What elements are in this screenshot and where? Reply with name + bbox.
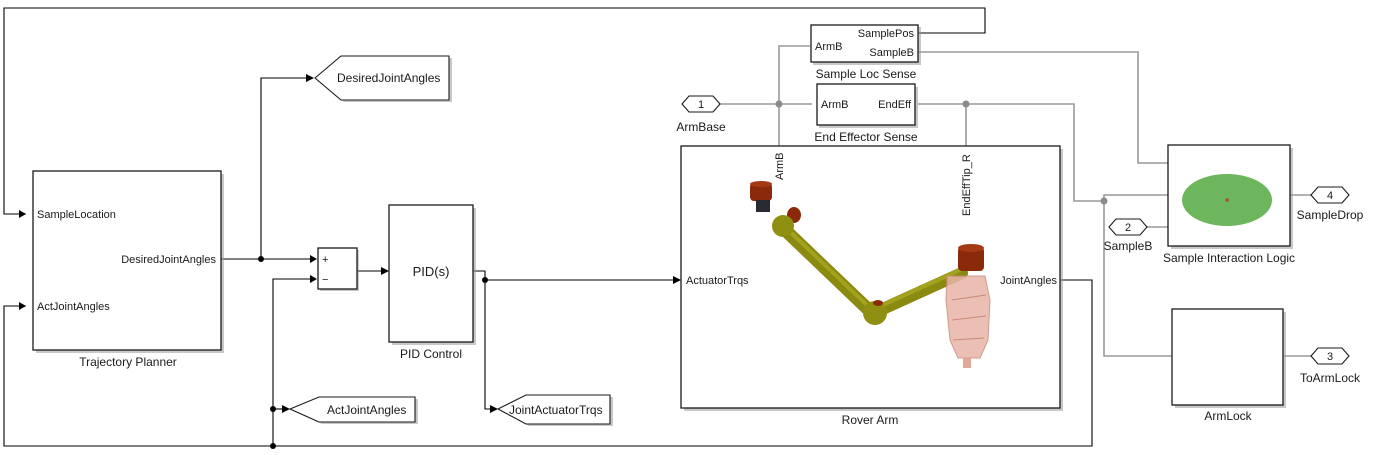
block-label: End Effector Sense: [814, 130, 918, 144]
signal-actjointangles-to-sum[interactable]: [272, 278, 310, 446]
arrow-icon: [19, 210, 26, 218]
block-sample-loc-sense[interactable]: ArmB SamplePos SampleB Sample Loc Sense: [810, 24, 921, 81]
block-label: Trajectory Planner: [79, 355, 177, 369]
arrow-icon: [282, 405, 290, 413]
port-name: ArmBase: [676, 120, 726, 134]
arrowheads: [19, 74, 681, 413]
port-name: ToArmLock: [1300, 371, 1361, 385]
block-label: Sample Interaction Logic: [1163, 251, 1295, 265]
block-pid-control[interactable]: PID(s) PID Control: [388, 204, 476, 361]
port-label-armb: ArmB: [815, 41, 843, 53]
port-label-armb: ArmB: [821, 99, 849, 111]
arrow-icon: [490, 405, 498, 413]
port-label-endefftip: EndEffTip_R: [961, 154, 973, 216]
port-number: 1: [698, 99, 704, 111]
arrow-icon: [310, 255, 317, 263]
connection-port-2[interactable]: 2 SampleB: [1104, 218, 1153, 253]
block-end-effector-sense[interactable]: ArmB EndEff End Effector Sense: [814, 83, 918, 144]
phys-to-armlock[interactable]: [1103, 201, 1172, 357]
signal-lines: [3, 7, 1093, 447]
port-label-armb-top: ArmB: [774, 153, 786, 181]
block-trajectory-planner[interactable]: SampleLocation ActJointAngles DesiredJoi…: [32, 170, 224, 369]
arrow-icon: [306, 74, 314, 82]
physical-lines: [719, 45, 1311, 357]
block-armlock[interactable]: ArmLock: [1171, 308, 1286, 423]
port-label-actuatortrqs: ActuatorTrqs: [686, 275, 749, 287]
phys-endeff-line[interactable]: [918, 103, 1104, 202]
sum-sign-minus: −: [322, 274, 328, 286]
connection-port-3[interactable]: 3 ToArmLock: [1300, 347, 1361, 385]
block-label: PID Control: [400, 347, 462, 361]
goto-actjointangles[interactable]: ActJointAngles: [288, 396, 418, 424]
port-label-samplelocation: SampleLocation: [37, 209, 116, 221]
port-number: 3: [1327, 351, 1333, 363]
goto-tag-label: ActJointAngles: [327, 403, 406, 417]
signal-pid-to-roverarm[interactable]: [473, 270, 673, 281]
arrow-icon: [381, 267, 389, 275]
goto-tag-label: DesiredJointAngles: [337, 71, 440, 85]
arrow-icon: [19, 302, 26, 310]
junction-dot: [962, 100, 970, 108]
sample-marker-icon: [1225, 198, 1229, 202]
signal-branch-desired-goto[interactable]: [260, 77, 306, 259]
port-number: 4: [1327, 190, 1333, 202]
junction-dot: [482, 277, 488, 283]
block-sum[interactable]: + −: [317, 247, 359, 291]
block-label: Rover Arm: [842, 413, 899, 427]
block-sample-interaction-logic[interactable]: Sample Interaction Logic: [1163, 144, 1295, 265]
block-label: Sample Loc Sense: [816, 67, 917, 81]
port-name: SampleDrop: [1297, 208, 1364, 222]
block-label: ArmLock: [1204, 409, 1252, 423]
pid-content: PID(s): [413, 264, 450, 279]
junction-dot: [258, 256, 264, 262]
port-label-endeff: EndEff: [878, 99, 912, 111]
port-label-actjointangles: ActJointAngles: [37, 301, 110, 313]
arrow-icon: [310, 275, 317, 283]
port-name: SampleB: [1104, 239, 1153, 253]
arrow-icon: [673, 276, 681, 284]
phys-armb-vertical[interactable]: [778, 45, 810, 146]
junction-dot: [775, 100, 783, 108]
signal-branch-trqs-goto[interactable]: [484, 280, 490, 410]
junction-dot: [270, 406, 276, 412]
goto-tag-label: JointActuatorTrqs: [509, 403, 603, 417]
goto-jointactuatortrqs[interactable]: JointActuatorTrqs: [496, 394, 613, 426]
phys-sampleb-line[interactable]: [918, 51, 1168, 164]
signal-jointangles-feedback[interactable]: [3, 279, 1093, 447]
port-label-jointangles: JointAngles: [1000, 275, 1057, 287]
sum-sign-plus: +: [322, 254, 328, 266]
junction-dot: [270, 443, 276, 449]
port-number: 2: [1125, 222, 1131, 234]
goto-desiredjointangles[interactable]: DesiredJointAngles: [314, 55, 452, 102]
signal-samplepos-to-samplelocation[interactable]: [3, 7, 986, 215]
phys-to-interaction-logic[interactable]: [1103, 194, 1168, 201]
junction-dot: [1100, 197, 1108, 205]
connection-port-4[interactable]: 4 SampleDrop: [1297, 186, 1364, 222]
port-label-sampleb: SampleB: [869, 47, 914, 59]
rover-arm-illustration: [750, 181, 991, 368]
connection-port-1[interactable]: 1 ArmBase: [676, 95, 726, 134]
port-label-desiredjointangles: DesiredJointAngles: [121, 254, 216, 266]
junction-dots: [258, 100, 1108, 449]
port-label-samplepos: SamplePos: [858, 28, 915, 40]
block-rover-arm[interactable]: ActuatorTrqs JointAngles ArmB EndEffTip_…: [680, 145, 1063, 427]
